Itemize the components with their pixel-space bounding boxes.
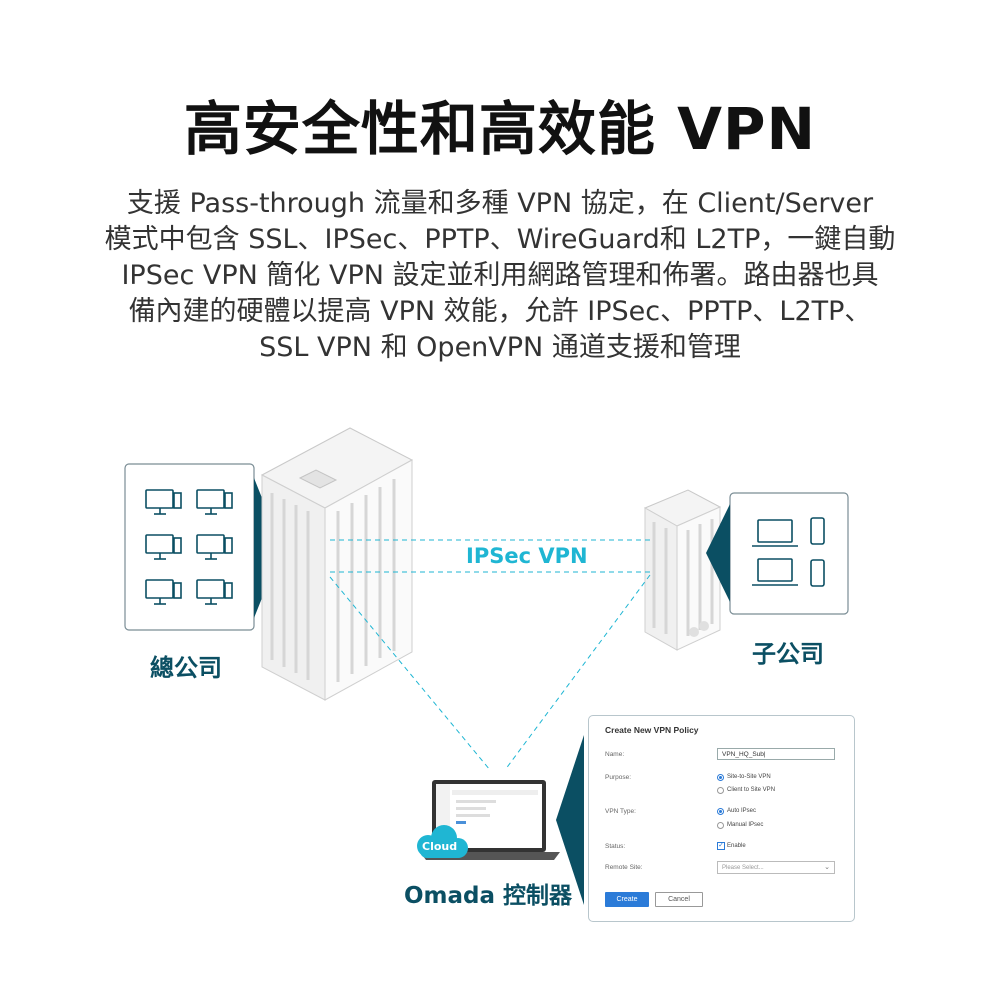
purpose-site-to-site-radio[interactable] [717, 774, 724, 781]
dialog-title: Create New VPN Policy [605, 725, 699, 735]
create-button[interactable]: Create [605, 892, 649, 907]
vpn-type-manual-radio[interactable] [717, 822, 724, 829]
vpn-type-option-label: Auto IPsec [727, 808, 757, 814]
create-vpn-policy-dialog: Create New VPN Policy Name: VPN_HQ_Sub| … [588, 715, 855, 922]
controller-label: Omada 控制器 [404, 883, 573, 909]
description-line: SSL VPN 和 OpenVPN 通道支援和管理 [259, 332, 741, 363]
name-input[interactable]: VPN_HQ_Sub| [717, 748, 835, 760]
purpose-label: Purpose: [605, 774, 632, 781]
status-option-label: Enable [727, 843, 746, 849]
status-label: Status: [605, 843, 626, 850]
page-title: 高安全性和高效能 VPN [183, 95, 817, 163]
cloud-label: Cloud [422, 840, 458, 853]
remote-site-placeholder: Please Select... [722, 865, 764, 871]
chevron-down-icon: ⌄ [824, 864, 830, 871]
purpose-option-label: Site-to-Site VPN [727, 774, 771, 780]
branch-device-panel [706, 492, 849, 615]
remote-site-label: Remote Site: [605, 864, 643, 871]
cancel-button[interactable]: Cancel [655, 892, 703, 907]
description-line: 備內建的硬體以提高 VPN 效能，允許 IPSec、PPTP、L2TP、 [128, 296, 872, 327]
hq-device-panel [124, 463, 282, 631]
description-line: IPSec VPN 簡化 VPN 設定並利用網路管理和佈署。路由器也具 [121, 260, 879, 291]
tunnel-label: IPSec VPN [466, 544, 588, 568]
description-line: 模式中包含 SSL、IPSec、PPTP、WireGuard和 L2TP，一鍵自… [104, 224, 896, 255]
branch-label: 子公司 [752, 640, 824, 668]
vpn-type-label: VPN Type: [605, 808, 636, 815]
remote-site-select[interactable]: Please Select... ⌄ [717, 861, 835, 874]
dialog-pointer [556, 735, 584, 905]
vpn-tunnel [329, 539, 651, 771]
hq-building-icon [260, 427, 414, 701]
status-enable-checkbox[interactable]: ✓ [717, 842, 725, 850]
desktop-icon [145, 489, 233, 605]
purpose-option-label: Client to Site VPN [727, 787, 776, 793]
purpose-client-to-site-radio[interactable] [717, 787, 724, 794]
name-label: Name: [605, 751, 625, 758]
cloud-icon [417, 825, 468, 858]
branch-building-icon [643, 489, 722, 651]
laptop-icon [752, 519, 798, 586]
description: 支援 Pass-through 流量和多種 VPN 協定，在 Client/Se… [70, 186, 930, 366]
phone-icon [810, 517, 825, 587]
description-line: 支援 Pass-through 流量和多種 VPN 協定，在 Client/Se… [126, 188, 874, 219]
vpn-type-auto-radio[interactable] [717, 808, 724, 815]
headquarters-label: 總公司 [150, 654, 222, 682]
vpn-type-option-label: Manual IPsec [727, 822, 764, 828]
